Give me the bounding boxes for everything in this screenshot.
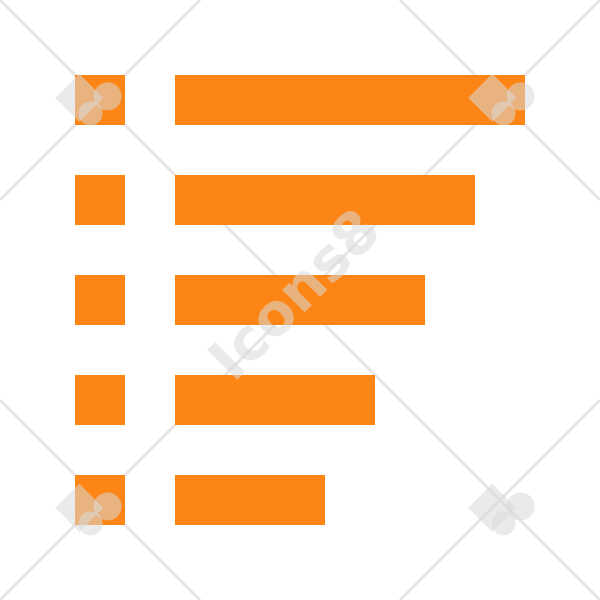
list-bar bbox=[175, 75, 525, 125]
list-rows bbox=[75, 75, 525, 525]
list-bullet bbox=[75, 275, 125, 325]
list-bar bbox=[175, 275, 425, 325]
list-bullet bbox=[75, 175, 125, 225]
list-bar bbox=[175, 375, 375, 425]
list-bar bbox=[175, 175, 475, 225]
list-bar bbox=[175, 475, 325, 525]
list-bullet bbox=[75, 375, 125, 425]
icons8-logo-icon bbox=[468, 483, 535, 536]
